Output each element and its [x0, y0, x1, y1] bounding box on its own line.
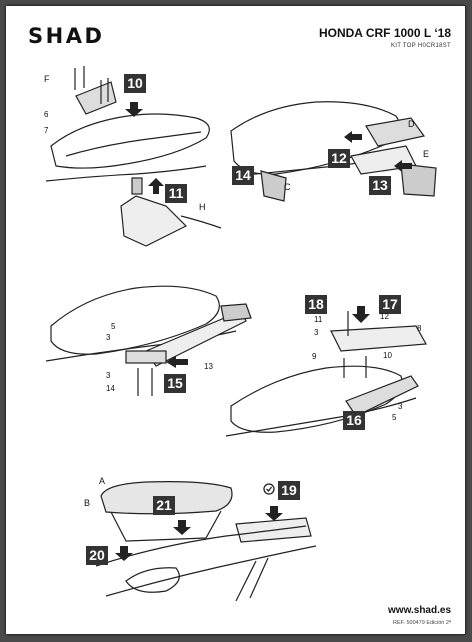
step-number: 18	[305, 295, 327, 314]
part-label: C	[284, 182, 291, 192]
part-label: 10	[383, 351, 392, 360]
step-number: 10	[124, 74, 146, 93]
part-label: 3	[106, 333, 111, 342]
step-number: 15	[164, 374, 186, 393]
part-label: B	[84, 498, 91, 508]
part-label: 13	[204, 362, 213, 371]
part-label: 3	[106, 371, 111, 380]
assembly-illustrations	[45, 66, 437, 602]
step-number: 20	[86, 546, 108, 565]
instruction-sheet: SHAD HONDA CRF 1000 L ‘18 KIT TOP H0CR18…	[6, 6, 465, 634]
kit-code: KIT TOP H0CR18ST	[390, 43, 451, 49]
brand-logo: SHAD	[28, 24, 105, 48]
panel-1-drawing	[45, 66, 222, 247]
part-label: F	[44, 74, 50, 84]
part-label: 3	[398, 402, 403, 411]
reference-code: REF. 500479 Edición 2ª	[393, 620, 451, 626]
panel-4-drawing	[225, 311, 427, 437]
part-label: 5	[392, 413, 397, 422]
part-label: H	[199, 202, 206, 212]
arrow-icons	[115, 102, 412, 561]
panel-3-drawing	[45, 285, 252, 396]
step-number: 21	[153, 496, 175, 515]
part-label: 12	[380, 312, 389, 321]
step-number: 17	[379, 295, 401, 314]
model-title: HONDA CRF 1000 L ‘18	[318, 26, 451, 40]
part-label: A	[99, 476, 106, 486]
website-link[interactable]: www.shad.es	[388, 605, 451, 616]
step-number: 12	[328, 149, 350, 168]
part-label: 7	[44, 126, 49, 135]
part-label: 3	[314, 328, 319, 337]
part-label: E	[423, 149, 430, 159]
part-label: 14	[106, 384, 115, 393]
part-label: 9	[312, 352, 317, 361]
check-circle-icon	[263, 483, 275, 495]
step-number: 14	[232, 166, 254, 185]
part-label: D	[408, 119, 415, 129]
part-label: 5	[111, 322, 116, 331]
step-number: 19	[278, 481, 300, 500]
part-label: 6	[44, 110, 49, 119]
step-number: 16	[343, 411, 365, 430]
step-number: 13	[369, 176, 391, 195]
part-label: 8	[417, 324, 422, 333]
part-label: 11	[314, 315, 323, 324]
step-number: 11	[165, 184, 187, 203]
